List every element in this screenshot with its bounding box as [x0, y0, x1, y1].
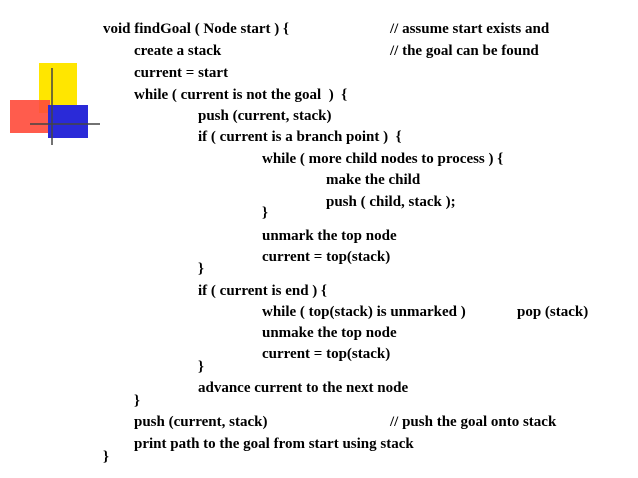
code-line-current-top: current = top(stack) — [262, 346, 391, 362]
code-line-pop-stack: pop (stack) — [517, 304, 589, 320]
code-line-final-brace: } — [103, 449, 109, 465]
code-line-unmake-top: unmake the top node — [262, 325, 397, 341]
code-line-push-current: push (current, stack) — [198, 108, 332, 124]
code-line-signature: void findGoal ( Node start ) { — [103, 21, 289, 37]
code-line-create-stack: create a stack — [134, 43, 222, 59]
code-line-make-child: make the child — [326, 172, 421, 188]
code-line-close-brace: } — [198, 261, 204, 277]
code-line-while-not-goal: while ( current is not the goal ) { — [134, 87, 348, 103]
code-comment-push-goal: // push the goal onto stack — [390, 414, 557, 430]
code-line-close-brace: } — [262, 205, 268, 221]
code-line-current-start: current = start — [134, 65, 229, 81]
code-line-while-children: while ( more child nodes to process ) { — [262, 151, 504, 167]
deco-blue-square — [48, 105, 88, 138]
code-line-close-brace: } — [134, 393, 140, 409]
code-line-push-goal: push (current, stack) — [134, 414, 268, 430]
code-line-unmark-top: unmark the top node — [262, 228, 397, 244]
code-comment-goal-found: // the goal can be found — [390, 43, 539, 59]
code-line-close-brace: } — [198, 359, 204, 375]
code-line-if-end: if ( current is end ) { — [198, 283, 327, 299]
code-comment-start-exists: // assume start exists and — [390, 21, 550, 37]
code-line-if-branch: if ( current is a branch point ) { — [198, 129, 402, 145]
corner-decoration — [10, 63, 100, 145]
code-line-current-top: current = top(stack) — [262, 249, 391, 265]
code-line-advance-current: advance current to the next node — [198, 380, 409, 396]
code-line-print-path: print path to the goal from start using … — [134, 436, 414, 452]
deco-red-square — [10, 100, 50, 133]
code-line-push-child: push ( child, stack ); — [326, 194, 456, 210]
code-line-while-unmarked: while ( top(stack) is unmarked ) — [262, 304, 466, 320]
